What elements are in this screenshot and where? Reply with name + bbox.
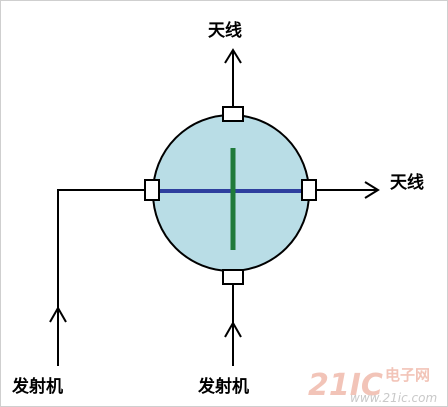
port-top: [222, 106, 244, 122]
port-left: [144, 179, 160, 201]
watermark-site: 电子网: [385, 366, 430, 384]
antenna-right-label: 天线: [390, 172, 424, 193]
antenna-top-label: 天线: [208, 20, 242, 41]
transmitter-bottom-label: 发射机: [197, 376, 249, 397]
right-arrowhead: [364, 181, 380, 199]
watermark-url: www.21ic.com: [350, 391, 437, 405]
watermark-number: 21IC: [308, 368, 383, 403]
port-right: [301, 179, 317, 201]
port-bottom: [222, 269, 244, 285]
left-arrowhead: [49, 305, 67, 323]
transmitter-left-label: 发射机: [11, 376, 63, 397]
left-transmitter-line: [57, 189, 145, 366]
top-arrowhead: [224, 48, 242, 64]
bottom-arrowhead: [224, 320, 242, 338]
